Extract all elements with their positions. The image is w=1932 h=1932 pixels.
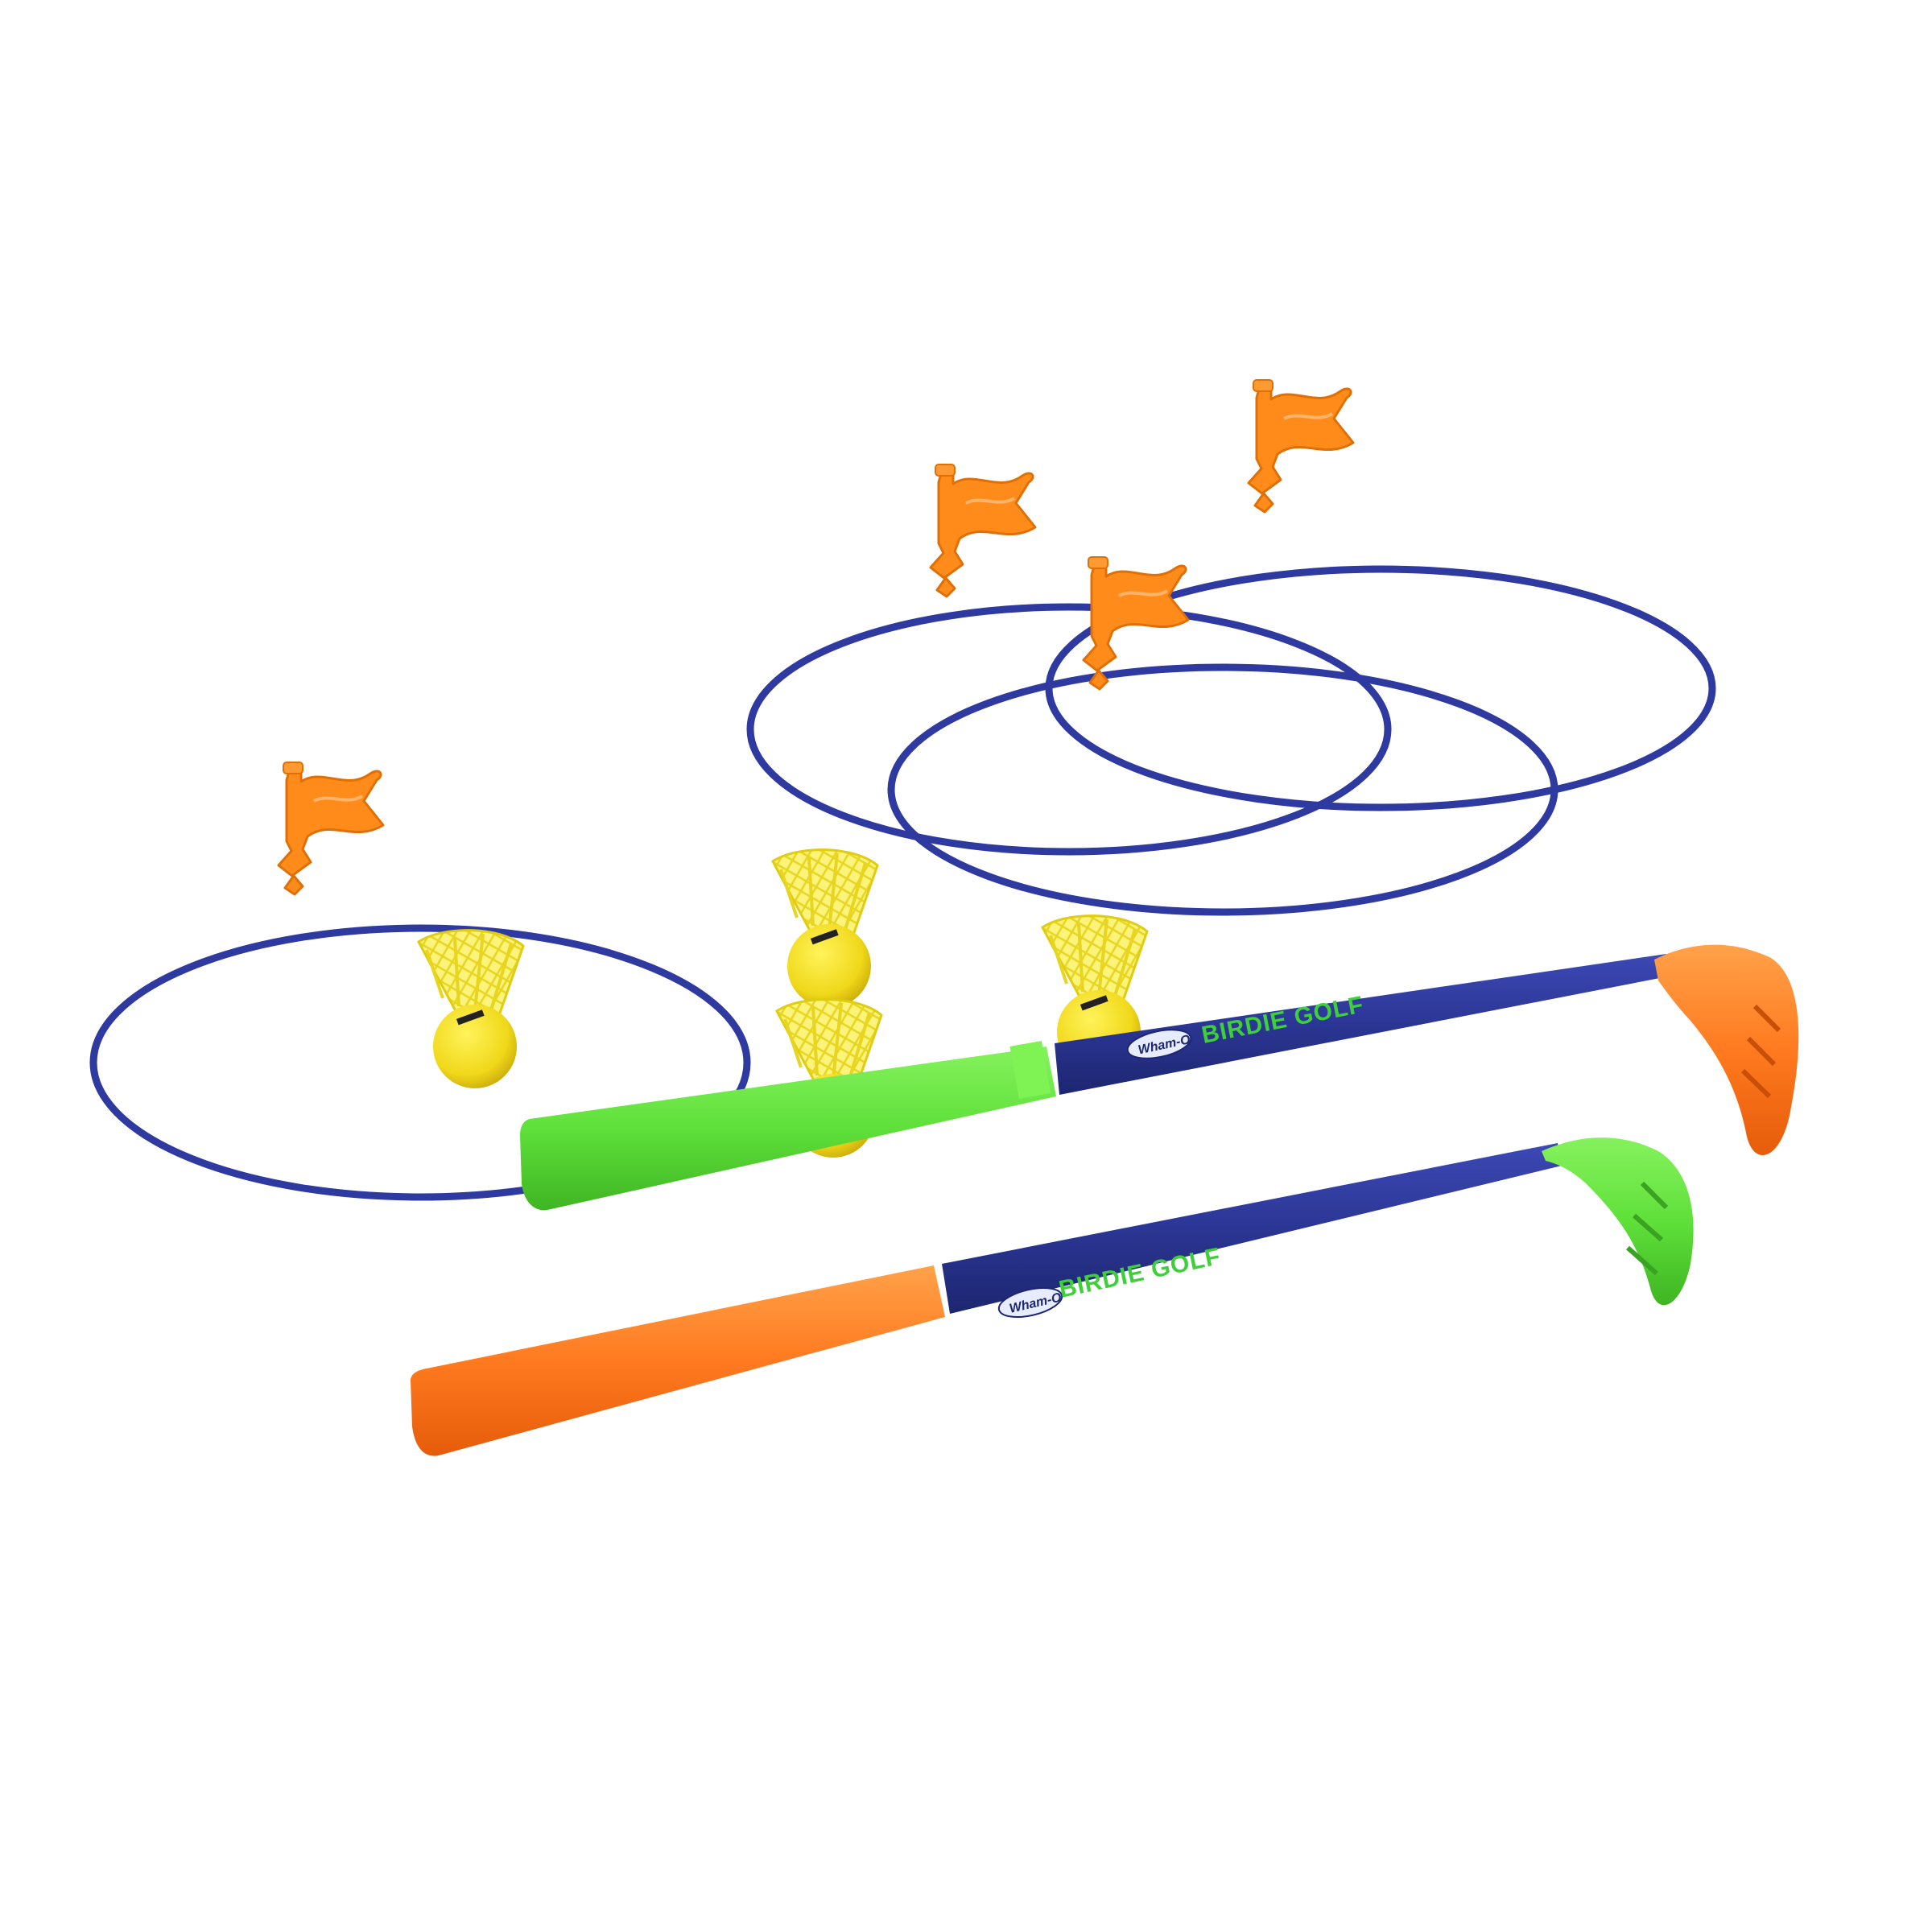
hoop-4: [89, 924, 751, 1201]
hoop-group-back: [746, 565, 1716, 916]
golf-club-green-grip: Wham-O BIRDIE GOLF: [520, 944, 1799, 1211]
club-logo-1: [1126, 1029, 1192, 1059]
hoop-1: [746, 603, 1392, 856]
hoop-3: [887, 663, 1558, 916]
club-logo-2: [997, 1286, 1063, 1319]
